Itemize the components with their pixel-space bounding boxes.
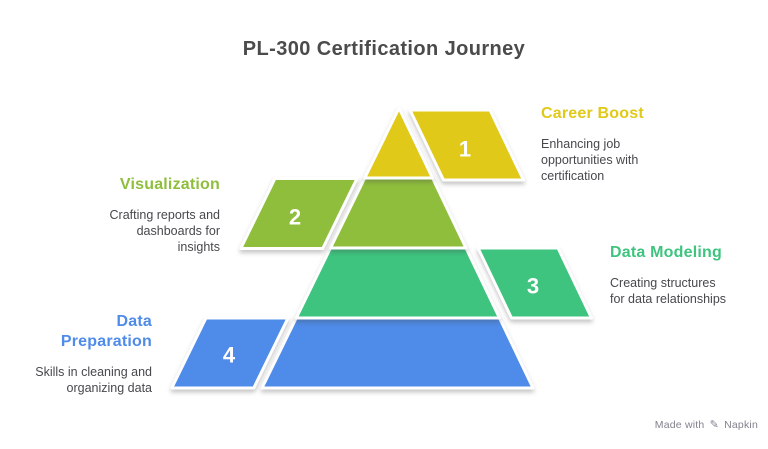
slice-number-1: 1 [459,137,471,162]
watermark: Made with ✎ Napkin [655,418,758,431]
level-name-visualization: Visualization [119,176,220,193]
level-name-career-boost: Career Boost [541,105,644,122]
pen-icon: ✎ [709,419,719,431]
pullout-slice-3 [476,246,593,320]
slice-numbers: 1 2 3 4 [223,137,539,368]
level-name-data-modeling: Data Modeling [610,244,722,261]
pullout-slice-4 [170,316,290,390]
watermark-prefix: Made with [654,419,705,431]
pyramid-band-data-modeling [294,246,501,320]
slice-number-2: 2 [289,205,301,230]
level-description-visualization: Crafting reports and dashboards for insi… [109,208,220,254]
pullout-slice-1 [408,108,525,182]
pyramid-shapes [170,106,593,390]
label-career-boost: Career Boost Enhancing job opportunities… [541,104,657,184]
label-visualization: Visualization Crafting reports and dashb… [88,175,220,255]
level-name-data-preparation: Data Preparation [60,313,152,350]
label-data-preparation: Data Preparation Skills in cleaning and … [30,312,152,396]
page-title: PL-300 Certification Journey [242,38,526,60]
pyramid-band-data-preparation [260,316,535,390]
label-data-modeling: Data Modeling Creating structures for da… [610,243,728,307]
level-description-data-preparation: Skills in cleaning and organizing data [35,365,152,395]
slice-number-4: 4 [223,343,236,368]
level-description-data-modeling: Creating structures for data relationshi… [610,276,727,306]
slice-number-3: 3 [527,274,539,299]
pyramid-band-career-boost [363,106,434,180]
watermark-brand: Napkin [724,419,758,431]
level-description-career-boost: Enhancing job opportunities with certifi… [541,137,639,183]
pullout-slice-2 [239,177,359,250]
